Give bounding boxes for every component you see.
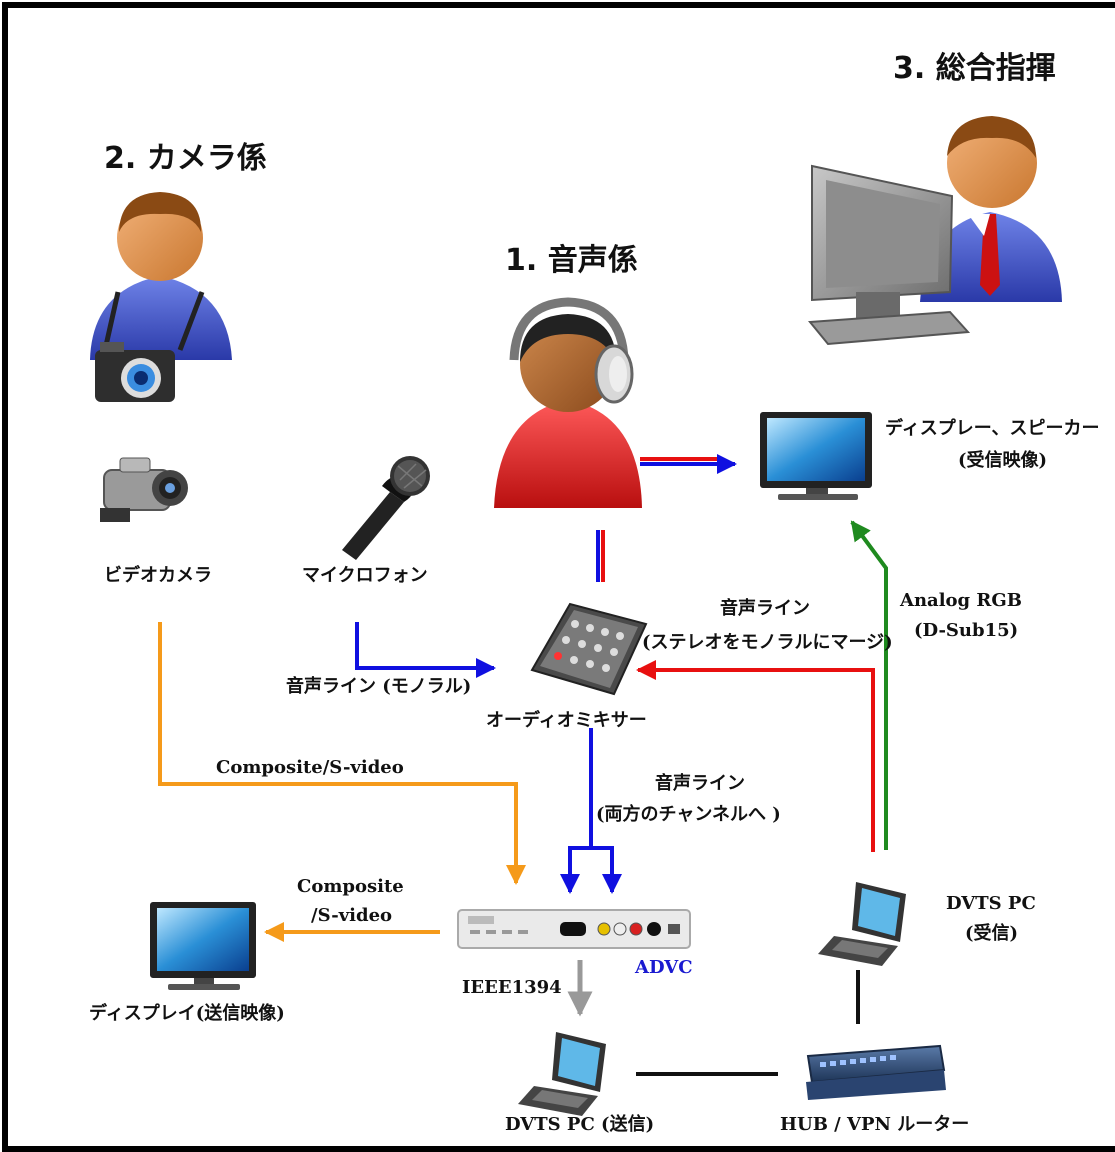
audio-mixer-icon [530, 602, 648, 696]
camera-to-advc-line [158, 622, 526, 885]
dvts-to-display-line [850, 520, 888, 850]
director-person-icon [920, 116, 1062, 302]
composite-camera-label: Composite/S-video [216, 757, 404, 778]
stereo-merge-sublabel: (ステレオをモノラルにマージ) [642, 632, 893, 653]
microphone-icon [342, 456, 430, 560]
receive-display-icon [760, 412, 872, 500]
composite-display-sublabel: /S-video [311, 905, 393, 926]
microphone-label: マイクロフォン [302, 565, 428, 586]
audio-mixer-label: オーディオミキサー [486, 710, 647, 731]
receive-display-sublabel: (受信映像) [958, 450, 1048, 471]
hub-router-icon [806, 1044, 946, 1100]
video-camera-icon [100, 457, 188, 522]
camera-role-title: 2. カメラ係 [104, 141, 267, 176]
mic-to-mixer-line [355, 622, 496, 678]
composite-display-label: Composite [297, 876, 404, 897]
director-monitor-icon [808, 164, 971, 346]
hub-router-label: HUB / VPN ルーター [780, 1114, 970, 1135]
dvts-receive-label: DVTS PC [946, 893, 1036, 914]
advc-device-icon [457, 909, 691, 949]
director-role-title: 3. 総合指揮 [893, 51, 1056, 86]
analog-rgb-label: Analog RGB [900, 590, 1022, 611]
both-channels-sublabel: (両方のチャンネルへ ) [596, 804, 781, 825]
camera-person-icon [90, 192, 232, 402]
audio-role-title: 1. 音声係 [505, 243, 638, 278]
advc-label: ADVC [635, 957, 693, 978]
receive-display-label: ディスプレー、スピーカー [885, 418, 1100, 439]
dvts-pc-send-icon [518, 1032, 606, 1116]
mic-line-label: 音声ライン (モノラル) [286, 676, 472, 697]
dvts-to-mixer-line [636, 660, 875, 852]
send-display-icon [150, 902, 256, 990]
dvts-send-label: DVTS PC (送信) [505, 1114, 655, 1135]
analog-rgb-sublabel: (D-Sub15) [914, 620, 1019, 641]
audio-person-icon [494, 297, 642, 508]
dvts-receive-sublabel: (受信) [965, 923, 1019, 944]
video-camera-label: ビデオカメラ [104, 565, 212, 586]
dvts-pc-receive-icon [818, 882, 906, 966]
both-channels-label: 音声ライン [655, 773, 745, 794]
ieee1394-label: IEEE1394 [462, 977, 562, 998]
stereo-merge-label: 音声ライン [720, 598, 810, 619]
send-display-label: ディスプレイ(送信映像) [89, 1003, 285, 1024]
